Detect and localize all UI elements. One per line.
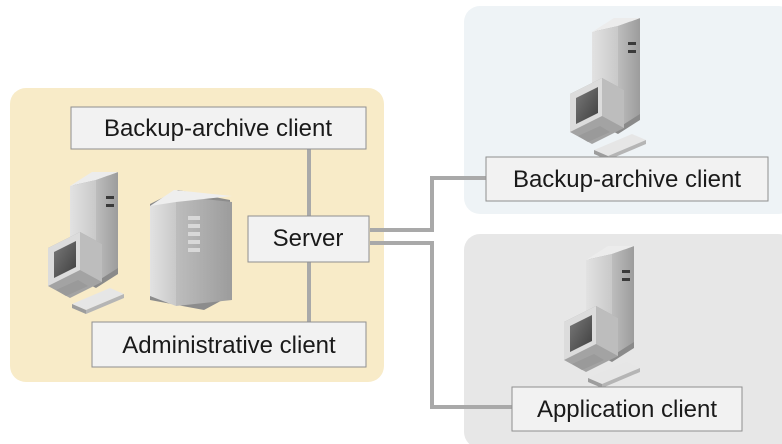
administrative-client-box: Administrative client (91, 321, 367, 368)
server-tower-icon (150, 190, 232, 310)
connector-lines (307, 148, 513, 409)
server-label: Server (273, 225, 344, 252)
backup-archive-client-box: Backup-archive client (70, 106, 367, 150)
connector-server-to-remote-backup-client (370, 176, 486, 232)
administrative-client-label: Administrative client (122, 332, 336, 359)
application-client-label: Application client (537, 396, 717, 423)
server-box: Server (247, 215, 370, 263)
backup-archive-client-label: Backup-archive client (104, 115, 332, 142)
connector-server-to-application-client (370, 241, 513, 409)
remote-backup-archive-client-box: Backup-archive client (485, 156, 769, 202)
application-client-box: Application client (511, 386, 743, 432)
remote-backup-archive-client-label: Backup-archive client (513, 166, 741, 193)
